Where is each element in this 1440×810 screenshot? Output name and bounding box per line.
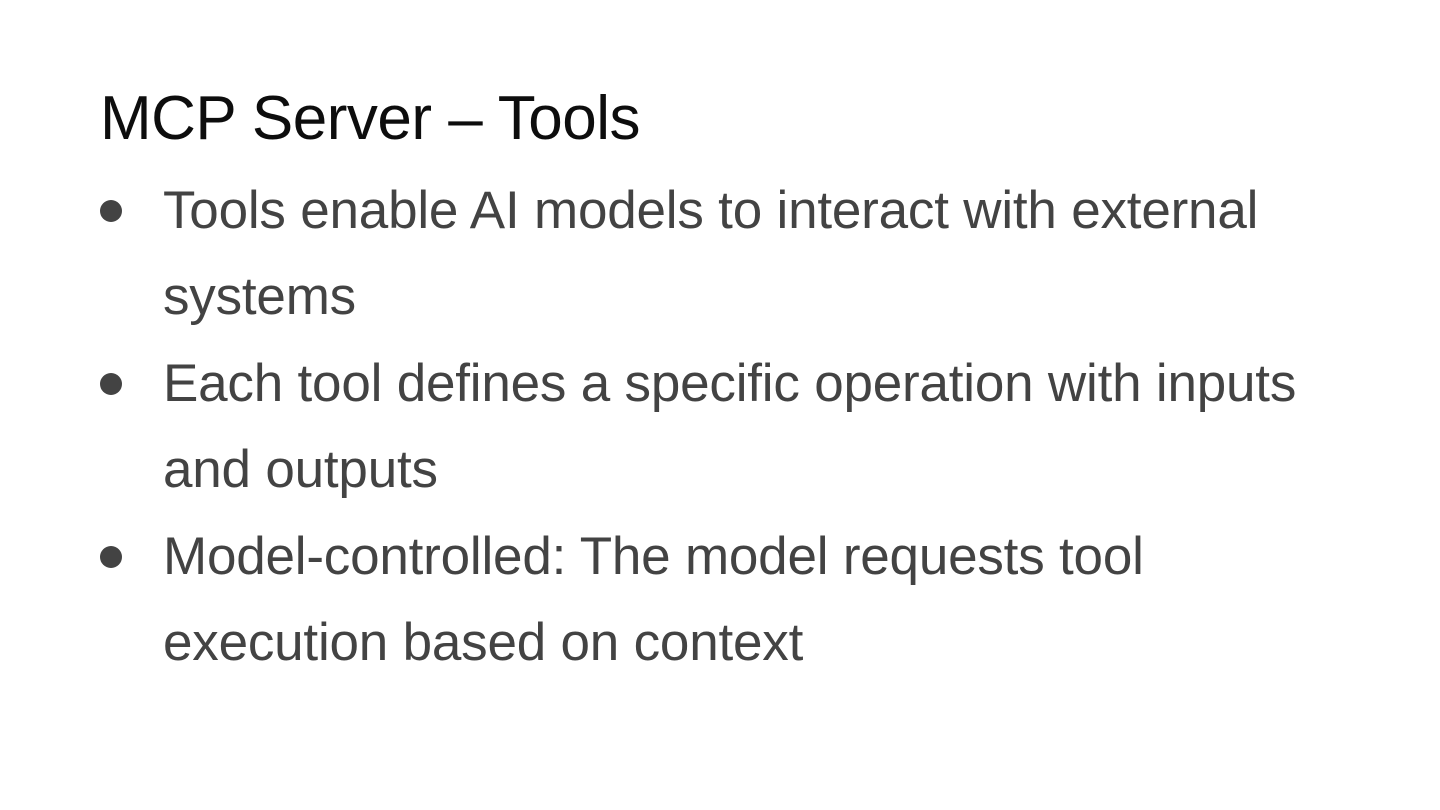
list-item: Model-controlled: The model requests too…: [100, 514, 1345, 686]
list-item: Each tool defines a specific operation w…: [100, 341, 1345, 513]
bullet-point-icon: [100, 373, 122, 395]
list-item-label: Model-controlled: The model requests too…: [163, 527, 1144, 672]
list-item-label: Each tool defines a specific operation w…: [163, 354, 1297, 499]
list-item: Tools enable AI models to interact with …: [100, 168, 1345, 340]
bullet-list: Tools enable AI models to interact with …: [100, 168, 1345, 687]
page-title: MCP Server – Tools: [100, 83, 641, 153]
list-item-label: Tools enable AI models to interact with …: [163, 181, 1259, 326]
bullet-point-icon: [100, 200, 122, 222]
bullet-point-icon: [100, 546, 122, 568]
